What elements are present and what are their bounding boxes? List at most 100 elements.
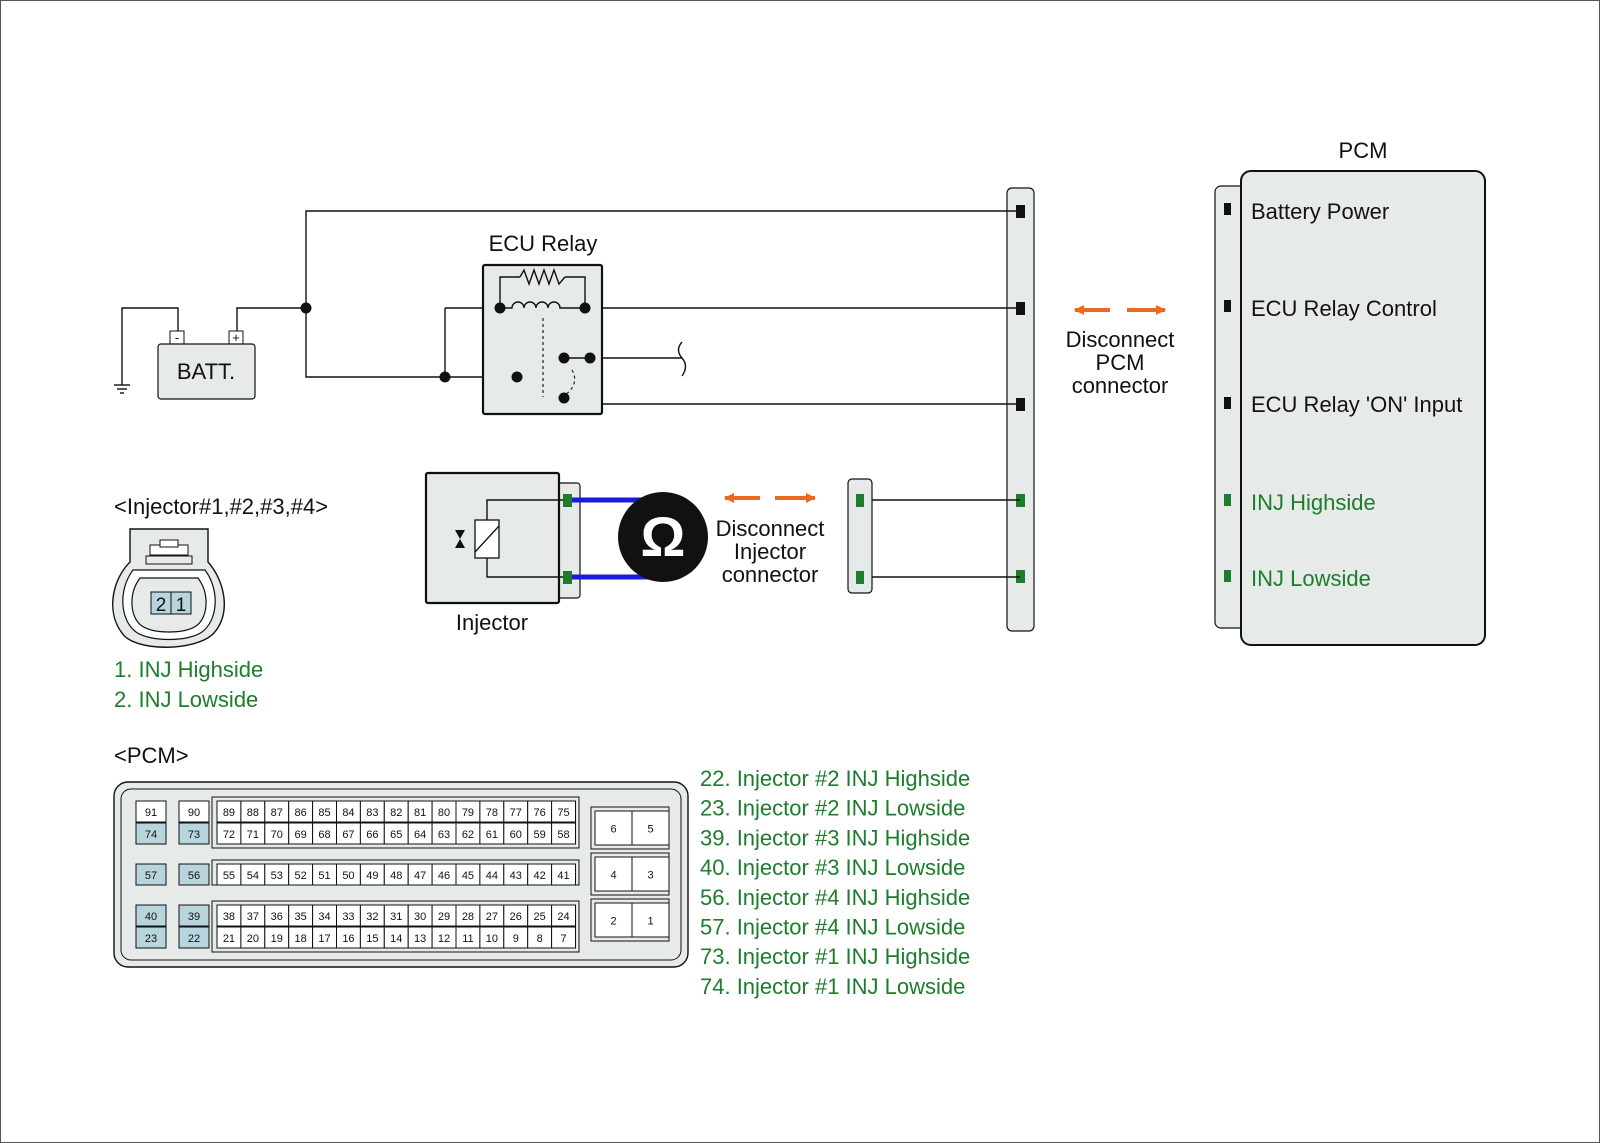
pcm-pin-73: 73 (188, 829, 200, 841)
pcm-pin-39: 39 (188, 911, 200, 923)
pcm-pin-cell-75 (551, 800, 576, 823)
pcm-pin-53: 53 (271, 870, 283, 882)
pcm-pin-43: 43 (510, 870, 522, 882)
pcm-terminal-pins (1224, 203, 1231, 582)
pcm-pin-cell-41 (551, 863, 576, 886)
pcm-pin-cell-39 (178, 904, 210, 927)
pcm-pin-21: 21 (223, 933, 235, 945)
pcm-pin-cell-56 (178, 863, 210, 886)
pcm-module-box (1240, 170, 1486, 646)
pcm-pin-26: 26 (510, 911, 522, 923)
pcm-pin-25: 25 (534, 911, 546, 923)
pcm-pin-cell-40 (135, 904, 167, 927)
pcm-pin-35: 35 (295, 911, 307, 923)
pcm-terminal-inj-lowside: INJ Lowside (1251, 566, 1371, 591)
pcm-pin-86: 86 (295, 807, 307, 819)
battery-negative-label: - (175, 330, 179, 345)
pcm-connector-title: <PCM> (114, 743, 189, 768)
injector-coil-icon (455, 499, 567, 578)
harness-injector-connector (847, 478, 873, 594)
pcm-pin-40: 40 (145, 911, 157, 923)
pcm-pin-55: 55 (223, 870, 235, 882)
pcm-legend-item: 73. Injector #1 INJ Highside (700, 944, 970, 969)
injector-pins (563, 494, 572, 584)
pcm-pin-82: 82 (390, 807, 402, 819)
pcm-pin-45: 45 (462, 870, 474, 882)
pcm-pin-44: 44 (486, 870, 498, 882)
pcm-pin-cell-2 (594, 902, 633, 938)
pcm-pin-27: 27 (486, 911, 498, 923)
disconnect-pcm-line1: Disconnect (1066, 327, 1175, 352)
pcm-pin-47: 47 (414, 870, 426, 882)
pcm-pin-63: 63 (438, 829, 450, 841)
pcm-pin-85: 85 (318, 807, 330, 819)
pcm-pin-28: 28 (462, 911, 474, 923)
pcm-pin-70: 70 (271, 829, 283, 841)
pcm-pin-33: 33 (342, 911, 354, 923)
pcm-pin-23: 23 (145, 933, 157, 945)
pcm-pin-18: 18 (295, 933, 307, 945)
pcm-pin-89: 89 (223, 807, 235, 819)
pcm-pin-34: 34 (318, 911, 330, 923)
disconnect-injector-line3: connector (722, 562, 819, 587)
pcm-pin-56: 56 (188, 870, 200, 882)
pcm-pin-cell-74 (135, 822, 167, 845)
pcm-legend-item: 39. Injector #3 INJ Highside (700, 825, 970, 850)
pcm-pin-22: 22 (188, 933, 200, 945)
pcm-legend-item: 22. Injector #2 INJ Highside (700, 766, 970, 791)
pcm-connector-inner (120, 788, 682, 961)
pcm-pin-cell-1 (631, 902, 670, 938)
relay-junction-dots (300, 302, 596, 404)
pcm-pin-7: 7 (560, 933, 566, 945)
injector-pin-2: 2 (156, 595, 167, 616)
ohm-symbol: Ω (641, 505, 686, 568)
pcm-legend-item: 57. Injector #4 INJ Lowside (700, 915, 965, 940)
pcm-pin-9: 9 (513, 933, 519, 945)
pcm-pin-69: 69 (295, 829, 307, 841)
pcm-pin-cell-90 (178, 800, 210, 823)
pcm-pin-84: 84 (342, 807, 354, 819)
pcm-pin-76: 76 (534, 807, 546, 819)
relay-coil-icon (499, 267, 590, 397)
pcm-terminal-battery-power: Battery Power (1251, 199, 1389, 224)
injector-pin-1: 1 (176, 595, 187, 616)
pcm-pin-31: 31 (390, 911, 402, 923)
pcm-pin-50: 50 (342, 870, 354, 882)
pcm-pin-59: 59 (534, 829, 546, 841)
disconnect-pcm-line3: connector (1072, 373, 1169, 398)
pcm-pin-77: 77 (510, 807, 522, 819)
pcm-pin-37: 37 (247, 911, 259, 923)
pcm-title: PCM (1339, 138, 1388, 163)
pcm-pin-cell-3 (631, 856, 670, 892)
disconnect-pcm-line2: PCM (1096, 350, 1145, 375)
pcm-pin-legend: 22. Injector #2 INJ Highside 23. Injector… (700, 766, 970, 999)
pcm-pin-60: 60 (510, 829, 522, 841)
pcm-pin-cell-4 (594, 856, 633, 892)
harness-pcm-pins (1016, 205, 1025, 583)
harness-injector-pins (856, 494, 864, 584)
pcm-terminal-ecu-relay-control: ECU Relay Control (1251, 296, 1437, 321)
pcm-pin-54: 54 (247, 870, 259, 882)
pcm-pin-32: 32 (366, 911, 378, 923)
pcm-pin-cell-58 (551, 822, 576, 845)
pcm-legend-item: 23. Injector #2 INJ Lowside (700, 796, 965, 821)
pcm-pin-cell-91 (135, 800, 167, 823)
disconnect-injector-line1: Disconnect (716, 516, 825, 541)
injector-connector-face (112, 528, 225, 648)
injector-connector-title: <Injector#1,#2,#3,#4> (114, 494, 328, 519)
pcm-pin-19: 19 (271, 933, 283, 945)
pcm-pin-cell-5 (631, 810, 670, 846)
pcm-pin-24: 24 (557, 911, 569, 923)
pcm-pin-cell-57 (135, 863, 167, 886)
injector-legend-2: 2. INJ Lowside (114, 687, 258, 712)
pcm-legend-item: 56. Injector #4 INJ Highside (700, 885, 970, 910)
pcm-pin-cell-24 (551, 904, 576, 927)
pcm-pin-6: 6 (610, 824, 616, 836)
pcm-pin-8: 8 (537, 933, 543, 945)
disconnect-injector-line2: Injector (734, 539, 806, 564)
pcm-pin-57: 57 (145, 870, 157, 882)
pcm-pin-51: 51 (318, 870, 330, 882)
injector-label: Injector (456, 610, 528, 635)
